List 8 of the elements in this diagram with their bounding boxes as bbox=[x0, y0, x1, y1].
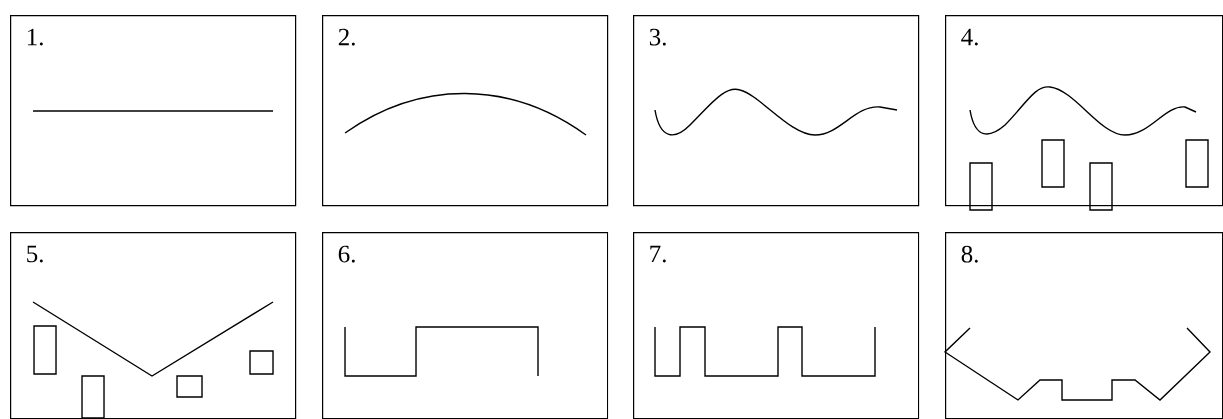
panel: 7. bbox=[633, 232, 920, 419]
panel: 4. bbox=[945, 15, 1223, 207]
panel: 1. bbox=[10, 15, 297, 207]
panel: 2. bbox=[322, 15, 609, 207]
panel: 6. bbox=[322, 232, 609, 419]
panel: 5. bbox=[10, 232, 297, 419]
panel: 8. bbox=[945, 232, 1223, 419]
panel: 3. bbox=[633, 15, 920, 207]
